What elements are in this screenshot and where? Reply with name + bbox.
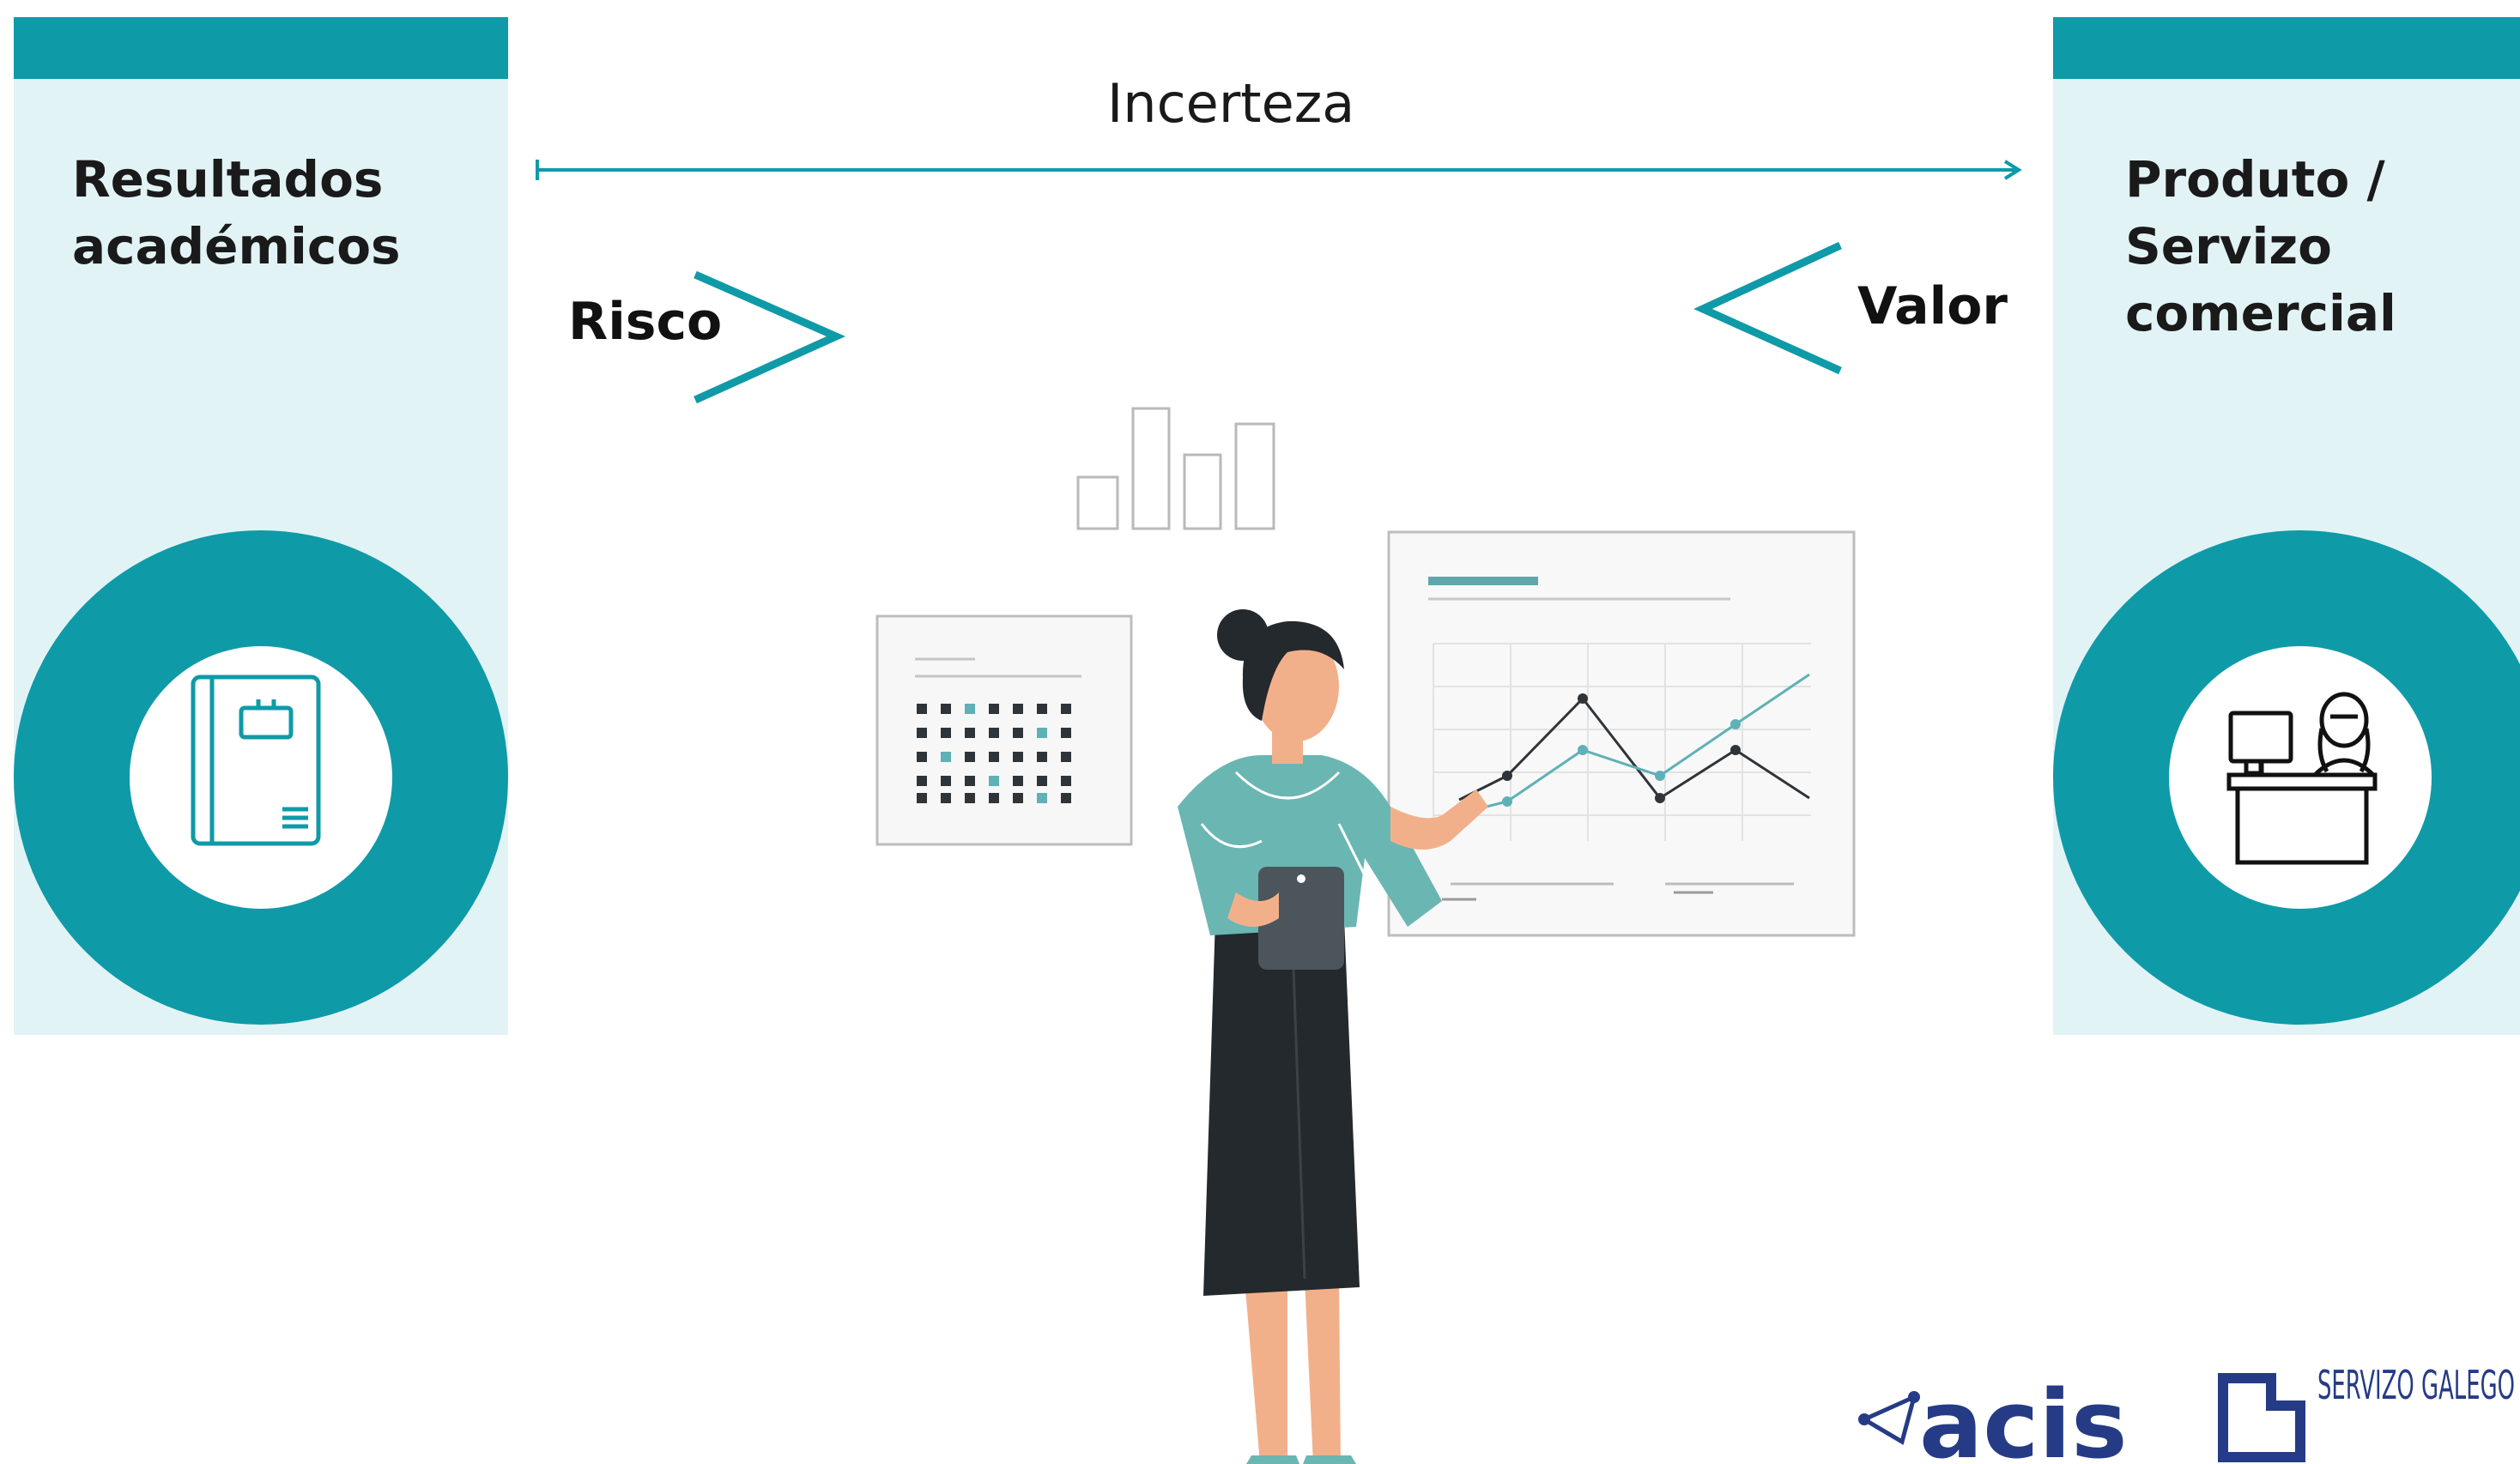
calendar-board-icon: [875, 614, 1133, 846]
partner-logos: acis SERVIZO GALEGO: [1858, 1362, 2515, 1464]
book-icon: [191, 675, 321, 846]
left-icon-ring: [14, 530, 508, 1025]
woman-presenter-illustration: [1178, 609, 1488, 1464]
incerteza-arrow: [536, 160, 2022, 180]
line-chart-board-icon: [1387, 530, 1856, 937]
sergas-logo-text: SERVIZO GALEGO: [2317, 1362, 2515, 1408]
right-icon-ring: [2053, 530, 2520, 1025]
bar-chart-icon: [1076, 407, 1275, 530]
value-label: Valor: [1857, 276, 2008, 336]
risk-chevron-icon: [694, 270, 846, 404]
risk-label: Risco: [568, 292, 723, 352]
right-panel-header-bar: [2053, 17, 2520, 79]
acis-logo: acis: [1858, 1370, 2128, 1464]
shop-attendant-icon: [2226, 692, 2378, 865]
sergas-logo: SERVIZO GALEGO: [2218, 1362, 2515, 1462]
right-panel-title: Produto / Servizo comercial: [2125, 150, 2396, 342]
right-icon-circle: [2169, 646, 2432, 909]
left-panel-header-bar: [14, 17, 508, 79]
acis-logo-text: acis: [1919, 1370, 2128, 1464]
left-icon-circle: [130, 646, 392, 909]
incerteza-label: Incerteza: [1107, 72, 1355, 135]
value-chevron-icon: [1693, 241, 1842, 375]
left-panel-title: Resultados académicos: [72, 150, 401, 275]
